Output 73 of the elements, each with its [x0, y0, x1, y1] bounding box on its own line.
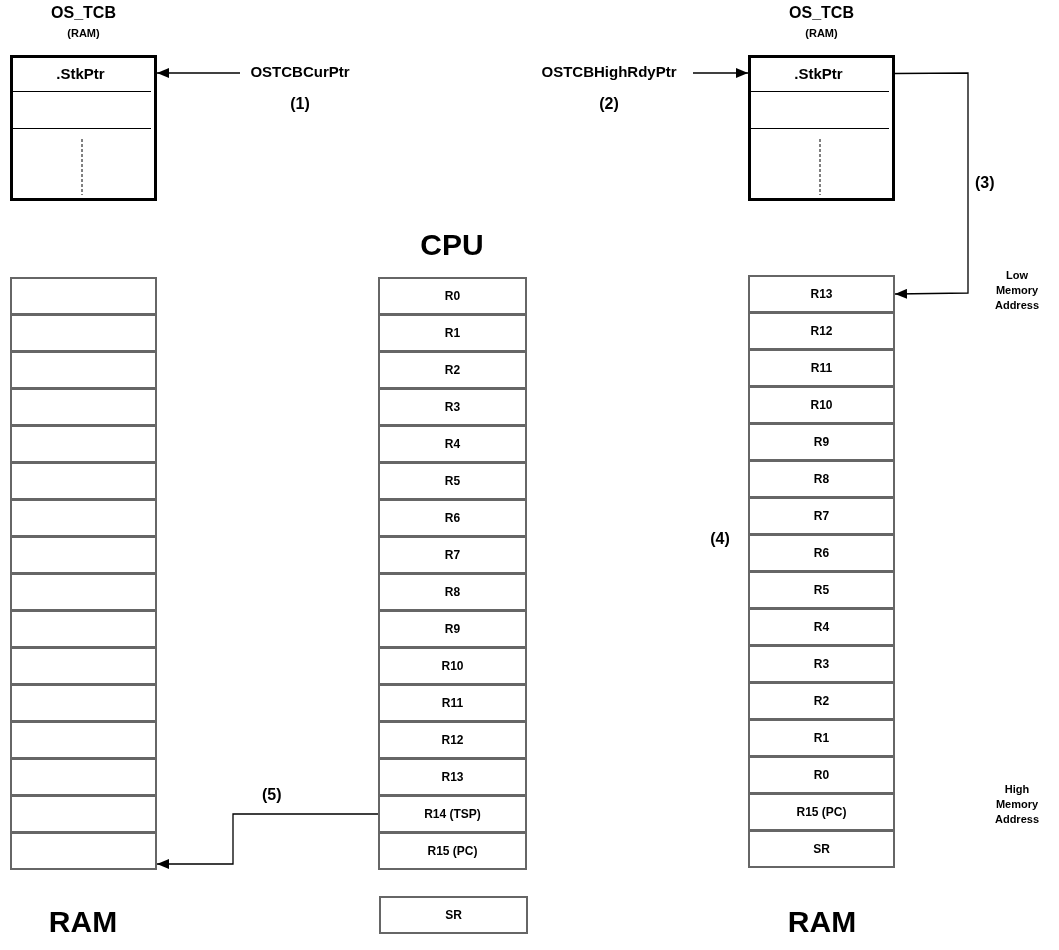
- pointer-label: OSTCBCurPtr: [240, 63, 360, 83]
- register-cell: R4: [378, 425, 527, 463]
- memory-cell: [10, 610, 157, 648]
- memory-cell: R3: [748, 645, 895, 683]
- table-heading: OS_TCB: [788, 4, 855, 22]
- memory-cell: R2: [748, 682, 895, 720]
- tcb-table: [748, 55, 895, 201]
- memory-cell: [10, 351, 157, 389]
- memory-cell: R10: [748, 386, 895, 424]
- memory-cell: SR: [748, 830, 895, 868]
- step-number: (4): [709, 530, 731, 548]
- register-cell: R1: [378, 314, 527, 352]
- memory-cell: R7: [748, 497, 895, 535]
- memory-cell: R12: [748, 312, 895, 350]
- memory-cell: [10, 388, 157, 426]
- memory-cell: R0: [748, 756, 895, 794]
- address-note: High Memory Address: [994, 782, 1040, 827]
- section-title: RAM: [47, 905, 119, 938]
- memory-cell: [10, 795, 157, 833]
- register-cell: R14 (TSP): [378, 795, 527, 833]
- memory-cell: [10, 499, 157, 537]
- memory-cell: R8: [748, 460, 895, 498]
- register-cell: R8: [378, 573, 527, 611]
- pointer-field: .StkPtr: [10, 55, 151, 92]
- register-cell: SR: [379, 896, 528, 934]
- memory-cell: R6: [748, 534, 895, 572]
- memory-cell: [10, 425, 157, 463]
- arrow: [156, 68, 241, 78]
- table-subheading: (RAM): [66, 27, 101, 39]
- memory-cell: [10, 647, 157, 685]
- register-cell: R12: [378, 721, 527, 759]
- register-cell: R3: [378, 388, 527, 426]
- register-cell: R15 (PC): [378, 832, 527, 870]
- step-number: (2): [598, 95, 620, 113]
- section-title: RAM: [786, 905, 858, 938]
- memory-cell: [10, 277, 157, 315]
- register-cell: R2: [378, 351, 527, 389]
- arrow: [156, 813, 379, 869]
- tcb-table: [10, 55, 157, 201]
- register-cell: R11: [378, 684, 527, 722]
- memory-cell: R4: [748, 608, 895, 646]
- pointer-field: .StkPtr: [748, 55, 889, 92]
- table-subheading: (RAM): [804, 27, 839, 39]
- register-cell: R9: [378, 610, 527, 648]
- memory-cell: R1: [748, 719, 895, 757]
- memory-cell: [10, 462, 157, 500]
- arrow: [692, 68, 749, 78]
- memory-cell: [10, 684, 157, 722]
- memory-cell: [10, 573, 157, 611]
- register-cell: R5: [378, 462, 527, 500]
- memory-cell: R5: [748, 571, 895, 609]
- address-note: Low Memory Address: [994, 268, 1040, 313]
- step-number: (1): [289, 95, 311, 113]
- memory-cell: R15 (PC): [748, 793, 895, 831]
- register-cell: R13: [378, 758, 527, 796]
- memory-cell: R11: [748, 349, 895, 387]
- memory-cell: [10, 314, 157, 352]
- register-cell: R10: [378, 647, 527, 685]
- memory-cell: R9: [748, 423, 895, 461]
- pointer-label: OSTCBHighRdyPtr: [525, 63, 693, 83]
- memory-cell: [10, 536, 157, 574]
- register-cell: R0: [378, 277, 527, 315]
- memory-cell: [10, 721, 157, 759]
- arrow: [894, 72, 969, 299]
- table-heading: OS_TCB: [50, 4, 117, 22]
- memory-cell: R13: [748, 275, 895, 313]
- register-cell: R7: [378, 536, 527, 574]
- memory-cell: [10, 758, 157, 796]
- section-title: CPU: [419, 228, 485, 261]
- edge-label: (5): [262, 786, 282, 804]
- memory-cell: [10, 832, 157, 870]
- register-cell: R6: [378, 499, 527, 537]
- edge-label: (3): [975, 174, 995, 192]
